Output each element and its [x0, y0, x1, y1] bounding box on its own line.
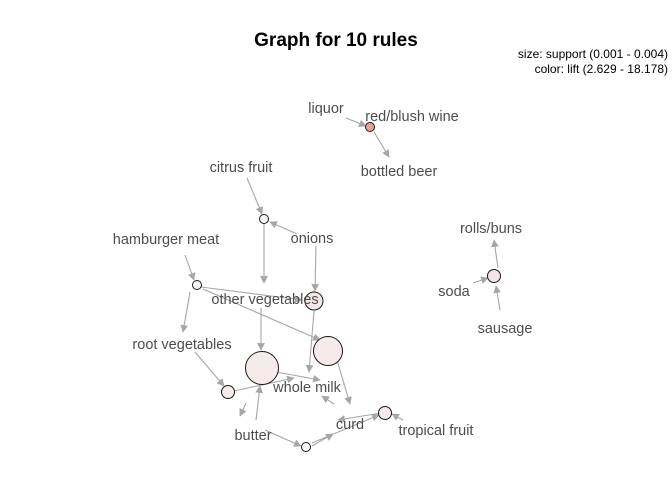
item-label-red-blush-wine: red/blush wine	[365, 109, 459, 125]
rule-edge	[345, 117, 367, 128]
rule-edge	[305, 310, 315, 373]
rule-node-r6	[245, 351, 279, 385]
rule-node-r2	[259, 214, 269, 224]
rule-node-r7	[313, 336, 343, 366]
item-label-onions: onions	[291, 231, 334, 247]
item-label-sausage: sausage	[478, 321, 533, 337]
item-label-liquor: liquor	[308, 101, 344, 117]
rule-edge	[321, 395, 335, 405]
rule-edge	[311, 414, 380, 444]
rule-edge	[184, 254, 196, 281]
item-label-whole-milk: whole milk	[272, 380, 341, 396]
item-label-root-vegetables: root vegetables	[132, 337, 231, 353]
item-labels-layer: liquor red/blush wine bottled beer citrus f…	[113, 101, 533, 444]
rule-edge	[275, 371, 321, 383]
rule-node-r1	[365, 122, 375, 132]
rule-nodes-layer	[192, 122, 501, 452]
rule-edge	[200, 286, 303, 303]
rule-edge	[239, 402, 247, 417]
rule-edge	[373, 131, 390, 158]
item-label-other-vegetables: other vegetables	[211, 292, 318, 308]
rule-node-r8	[378, 406, 392, 420]
rule-edge	[264, 429, 302, 447]
rule-edge	[493, 285, 501, 311]
item-label-butter: butter	[234, 428, 271, 444]
rule-edge	[255, 385, 264, 421]
rule-node-r5	[221, 385, 235, 399]
rule-edge	[311, 245, 320, 292]
rule-edge	[194, 351, 225, 387]
item-label-rolls-buns: rolls/buns	[460, 221, 522, 237]
item-label-curd: curd	[336, 417, 364, 433]
rule-edge	[246, 177, 263, 215]
item-label-hamburger-meat: hamburger meat	[113, 232, 219, 248]
graph-title: Graph for 10 rules	[254, 30, 418, 51]
item-label-soda: soda	[438, 284, 470, 300]
item-label-tropical-fruit: tropical fruit	[399, 423, 474, 439]
legend-size: size: support (0.001 - 0.004)	[518, 47, 668, 61]
rule-edge	[472, 276, 489, 284]
rule-node-r4	[304, 291, 324, 311]
rule-edge	[180, 291, 191, 333]
rule-node-r10	[487, 269, 501, 283]
rule-edge	[269, 221, 298, 235]
rule-node-r3	[192, 280, 202, 290]
rule-edge	[336, 359, 352, 405]
rule-node-r9	[301, 442, 311, 452]
rule-edge	[491, 239, 499, 269]
item-label-bottled-beer: bottled beer	[361, 164, 438, 180]
rule-edge	[391, 413, 404, 421]
item-label-citrus-fruit: citrus fruit	[210, 160, 273, 176]
legend-color: color: lift (2.629 - 18.178)	[535, 62, 668, 76]
